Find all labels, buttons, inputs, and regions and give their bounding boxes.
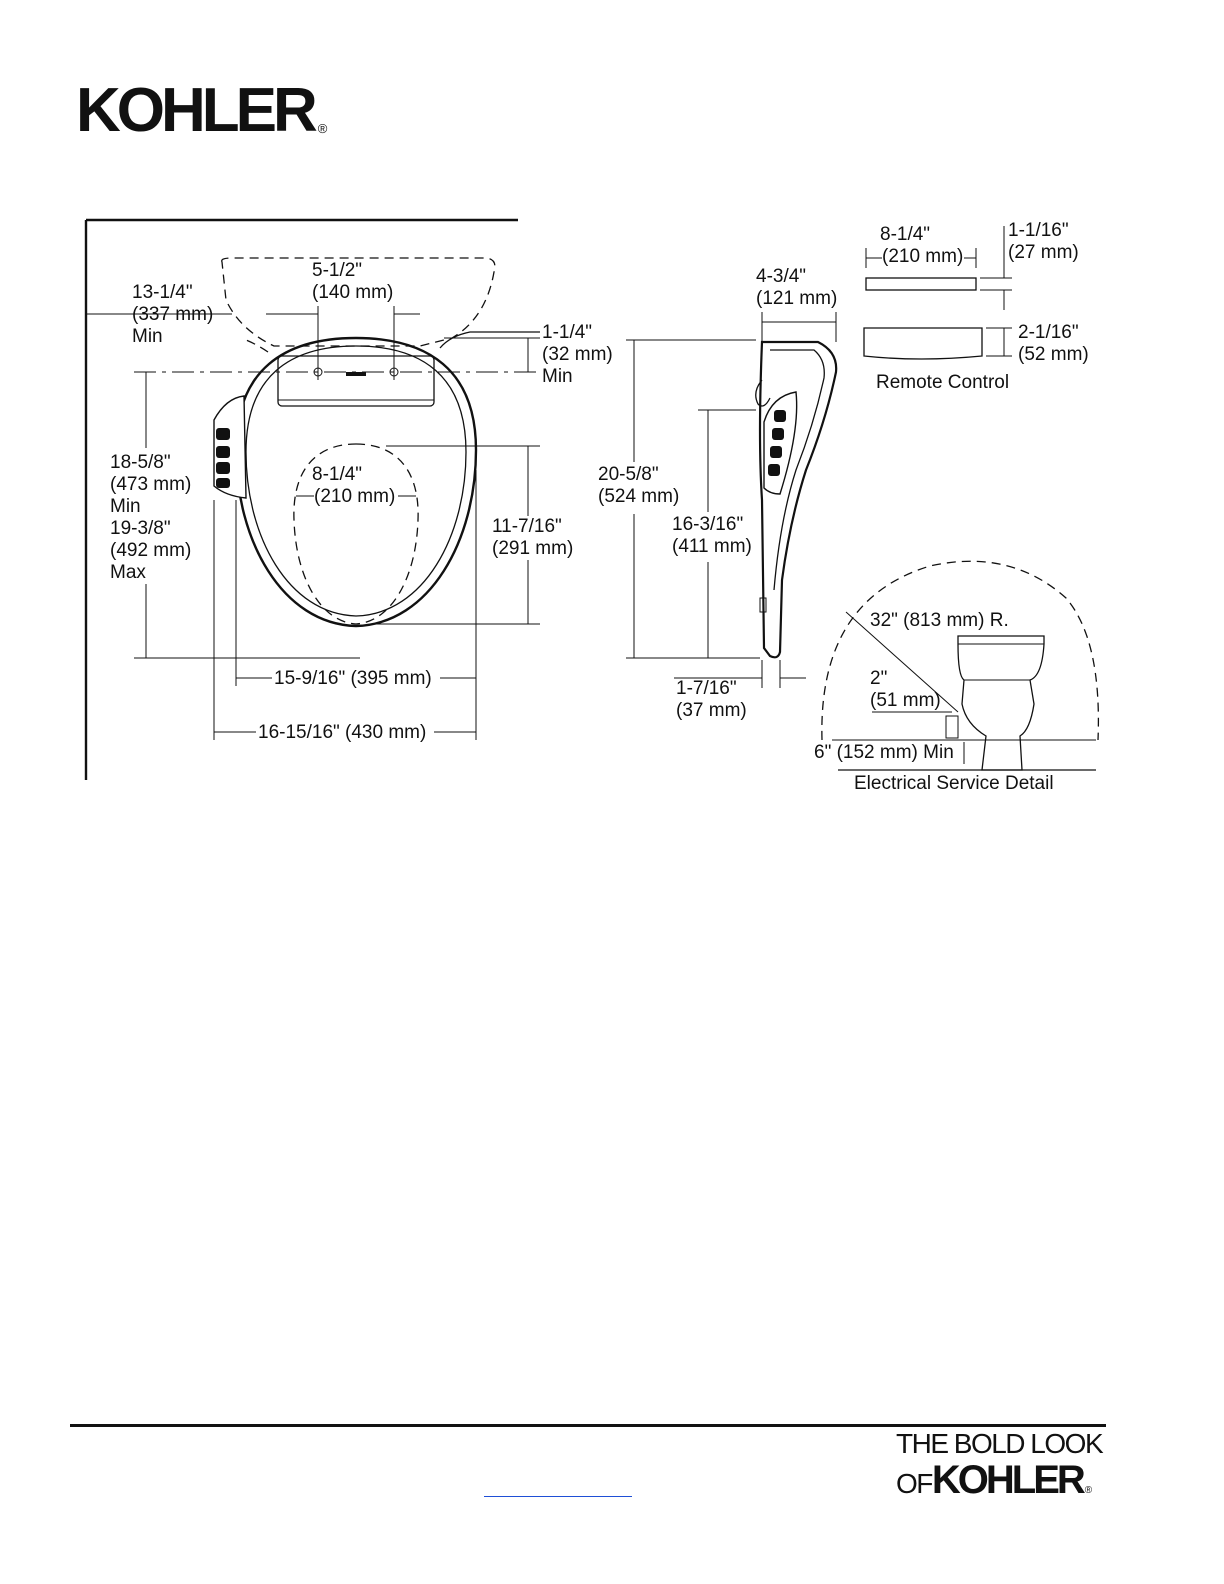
- seat-side-inner: [770, 349, 825, 591]
- svg-text:Electrical Service Detail: Electrical Service Detail: [854, 773, 1054, 794]
- tagline-of: OF: [896, 1468, 933, 1499]
- footer-rule: [70, 1424, 1106, 1427]
- logo-wordmark: KOHLER: [76, 76, 318, 145]
- hinge-cover: [277, 355, 435, 407]
- svg-text:4-3/4"(121 mm): 4-3/4"(121 mm): [756, 266, 837, 309]
- seat-outer: [234, 336, 478, 628]
- svg-text:1-1/4"(32 mm)Min: 1-1/4"(32 mm)Min: [542, 322, 613, 387]
- side-hinge: [755, 379, 771, 407]
- svg-text:15-9/16" (395 mm): 15-9/16" (395 mm): [274, 668, 432, 689]
- svg-text:8-1/4"(210 mm): 8-1/4"(210 mm): [880, 224, 963, 267]
- seat-opening: [293, 443, 419, 625]
- svg-text:20-5/8"(524 mm): 20-5/8"(524 mm): [598, 464, 679, 507]
- svg-text:8-1/4"(210 mm): 8-1/4"(210 mm): [312, 464, 395, 507]
- outlet-icon: [945, 715, 959, 739]
- svg-text:32" (813 mm) R.: 32" (813 mm) R.: [870, 610, 1009, 631]
- svg-text:5-1/2"(140 mm): 5-1/2"(140 mm): [312, 260, 393, 303]
- svg-text:16-3/16"(411 mm): 16-3/16"(411 mm): [672, 514, 752, 557]
- svg-text:16-15/16" (430 mm): 16-15/16" (430 mm): [258, 722, 426, 743]
- svg-text:2"(51 mm): 2"(51 mm): [870, 668, 941, 711]
- footer-tagline-logo: THE BOLD LOOK OFKOHLER®: [896, 1428, 1108, 1502]
- radius-leader: [845, 611, 959, 713]
- bowl-outline: [245, 339, 269, 353]
- service-radius-arc: [821, 560, 1100, 741]
- footer-link-underline[interactable]: [484, 1496, 632, 1497]
- remote-side-view: [863, 327, 983, 360]
- remote-top-view: [865, 277, 977, 291]
- tagline-brand: KOHLER: [931, 1458, 1086, 1502]
- tank-edge: [439, 331, 540, 349]
- tagline-line-1: THE BOLD LOOK: [896, 1428, 1104, 1459]
- svg-text:13-1/4"(337 mm)Min: 13-1/4"(337 mm)Min: [132, 282, 213, 347]
- tagline-reg-mark: ®: [1084, 1485, 1093, 1496]
- svg-text:2-1/16"(52 mm): 2-1/16"(52 mm): [1018, 322, 1089, 365]
- side-panel-buttons: [216, 428, 230, 488]
- svg-text:Remote Control: Remote Control: [876, 372, 1009, 393]
- svg-text:1-1/16"(27 mm): 1-1/16"(27 mm): [1008, 220, 1079, 263]
- dimension-labels: 13-1/4"(337 mm)Min 5-1/2"(140 mm) 1-1/4"…: [110, 220, 1089, 794]
- tank-outline: [221, 257, 496, 347]
- hinge-badge: [346, 372, 366, 376]
- seat-side-profile: [758, 340, 838, 659]
- side-foot: [759, 597, 767, 613]
- logo-reg-mark: ®: [317, 121, 328, 136]
- toilet-outline: [957, 635, 1045, 771]
- seat-inner: [245, 345, 467, 617]
- svg-text:11-7/16"(291 mm): 11-7/16"(291 mm): [492, 516, 573, 559]
- side-view-buttons: [768, 410, 786, 476]
- svg-text:1-7/16"(37 mm): 1-7/16"(37 mm): [676, 678, 747, 721]
- svg-text:6" (152 mm) Min: 6" (152 mm) Min: [814, 742, 954, 763]
- kohler-logo: KOHLER®: [76, 80, 327, 142]
